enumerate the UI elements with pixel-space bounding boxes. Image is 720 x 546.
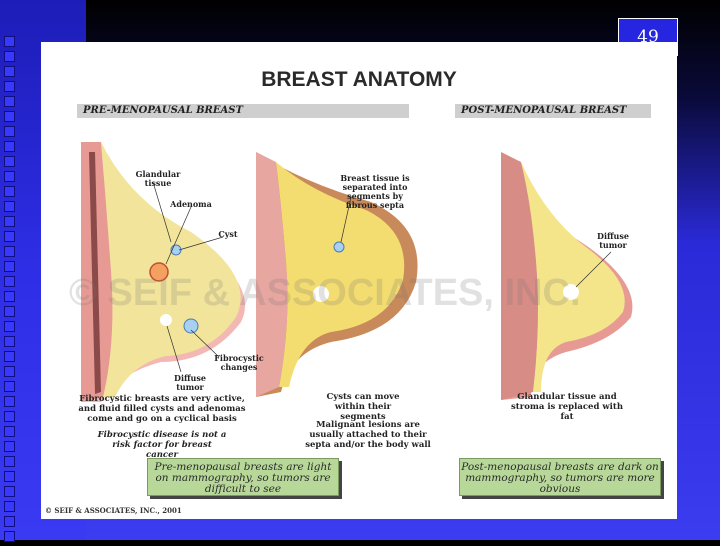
label-fibrocystic-changes: Fibrocystic changes [214, 353, 264, 372]
section-header-post: POST-MENOPAUSAL BREAST [455, 104, 651, 118]
caption-malignant-lesions: Malignant lesions are usually attached t… [305, 420, 431, 450]
label-fibrous-septa: Breast tissue is separated into segments… [340, 173, 410, 210]
copyright: © SEIF & ASSOCIATES, INC., 2001 [45, 506, 182, 515]
watermark: © SEIF & ASSOCIATES, INC. [69, 272, 581, 314]
caption-fibrocystic-active: Fibrocystic breasts are very active, and… [78, 394, 246, 424]
left-breast-illustration [81, 142, 245, 402]
label-adenoma: Adenoma [170, 199, 212, 209]
label-cyst: Cyst [218, 229, 238, 239]
caption-fibrocystic-risk: Fibrocystic disease is not a risk factor… [97, 430, 227, 460]
note-box-post: Post-menopausal breasts are dark on mamm… [459, 458, 661, 496]
decorative-squares [4, 36, 18, 546]
slide-content: BREAST ANATOMY PRE-MENOPAUSAL BREAST POS… [41, 42, 677, 519]
caption-cysts-move: Cysts can move within their segments [326, 392, 400, 422]
middle-breast-illustration [256, 152, 418, 397]
right-breast-illustration [501, 152, 633, 400]
label-glandular-tissue: Glandular tissue [135, 169, 181, 188]
note-box-pre: Pre-menopausal breasts are light on mamm… [147, 458, 339, 496]
caption-fat-replacement: Glandular tissue and stroma is replaced … [511, 392, 623, 422]
label-diffuse-tumor-left: Diffuse tumor [174, 373, 206, 392]
anatomy-illustration [81, 142, 633, 402]
page-title: BREAST ANATOMY [261, 68, 457, 91]
section-header-pre: PRE-MENOPAUSAL BREAST [77, 104, 409, 118]
label-diffuse-tumor-right: Diffuse tumor [597, 231, 629, 250]
